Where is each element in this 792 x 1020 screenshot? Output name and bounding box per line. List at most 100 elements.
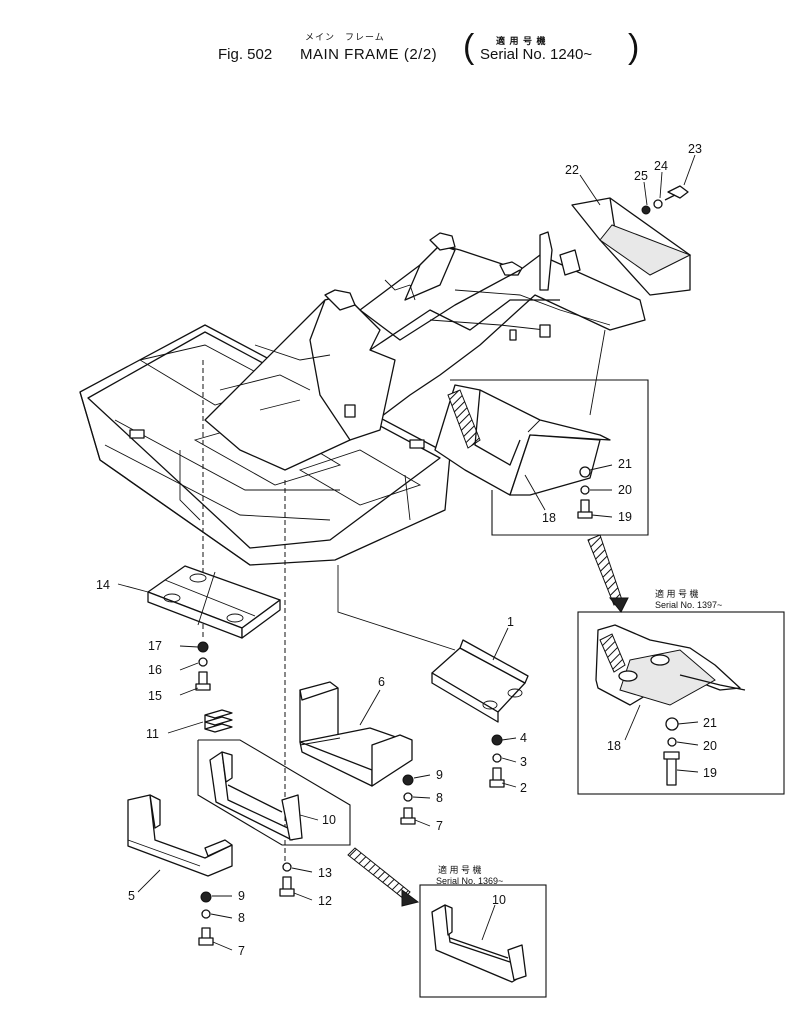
inset-serial-1397 [577,611,785,795]
part-10-bracket-1369 [431,904,527,983]
washer-21-lower [665,717,679,731]
arrow-to-serial-1369 [347,847,420,907]
leader-22 [579,174,601,206]
callout-13: 13 [318,866,332,880]
leader-18-lower [624,704,641,741]
leader-4 [501,737,517,741]
washer-16 [198,657,208,667]
leader-21-upper [589,464,613,471]
callout-17: 17 [148,639,162,653]
bolt-23 [664,185,689,201]
title-japanese: メイン フレーム [305,32,385,42]
washer-13 [282,862,292,872]
washer-4 [491,734,503,746]
callout-14: 14 [96,578,110,592]
leader-19-upper [591,514,613,518]
bolt-12 [279,876,295,897]
leader-20-lower [676,741,699,746]
leader-16 [179,662,199,671]
callout-1: 1 [507,615,514,629]
leader-21-lower [677,721,699,725]
callout-16: 16 [148,663,162,677]
washer-24 [653,199,663,209]
leader-25 [643,181,648,206]
callout-9-right: 9 [436,768,443,782]
washer-3 [492,753,502,763]
leader-23 [683,154,696,186]
figure-number: Fig. 502 [218,46,273,63]
serial-range: Serial No. 1240~ [480,46,593,63]
callout-20-upper: 20 [618,483,632,497]
part-22-cover [571,197,692,416]
part-5-step [127,794,233,877]
callout-4: 4 [520,731,527,745]
leader-7-left [212,941,233,951]
callout-21-upper: 21 [618,457,632,471]
inset-1369-serial: Serial No. 1369~ [436,876,503,886]
inset-box-10 [197,739,351,846]
bolt-19-upper [577,499,593,519]
callout-7-right: 7 [436,819,443,833]
part-11-shims [204,709,233,733]
callout-22: 22 [565,163,579,177]
washer-8-right [403,792,413,802]
leader-10-inset [481,904,496,941]
callout-10-inset: 10 [492,893,506,907]
leader-9-right [413,774,431,779]
bolt-15 [195,671,211,691]
part-6-step [299,681,413,787]
bolt-7-left [198,927,214,946]
washer-17 [197,641,209,653]
washer-9-right [402,774,414,786]
callout-9-left: 9 [238,889,245,903]
washer-8-left [201,909,211,919]
main-frame [79,231,646,566]
part-18-bracket [434,384,611,496]
callout-19-lower: 19 [703,766,717,780]
washer-20-upper [580,485,590,495]
callout-2: 2 [520,781,527,795]
callout-18-lower: 18 [607,739,621,753]
callout-11: 11 [146,727,159,741]
callout-21-lower: 21 [703,716,717,730]
bolt-2 [489,767,505,788]
leader-3 [501,757,517,763]
callout-6: 6 [378,675,385,689]
leader-24 [659,171,663,199]
callout-10-main: 10 [322,813,336,827]
open-paren: ( [463,28,475,66]
inset-1369-japanese: 適 用 号 機 [438,864,482,875]
leader-frame-to-1 [337,565,456,651]
leader-11 [167,721,204,734]
leader-2 [501,782,517,788]
callout-8-right: 8 [436,791,443,805]
callout-7-left: 7 [238,944,245,958]
inset-1397-serial: Serial No. 1397~ [655,600,722,610]
callout-15: 15 [148,689,162,703]
callout-25: 25 [634,169,648,183]
part-1-bracket [431,639,529,723]
leader-19-lower [676,769,699,773]
inset-serial-1369 [419,884,547,998]
bolt-7-right [400,807,416,825]
leader-17 [179,645,199,648]
leader-15 [179,687,199,696]
leader-18-upper [524,474,546,511]
callout-12: 12 [318,894,332,908]
arrow-to-serial-1397 [587,534,629,613]
applicable-serial-japanese: 適 用 号 機 [496,36,547,46]
leader-10-main [299,814,319,821]
leader-5 [137,869,161,893]
callout-23: 23 [688,142,702,156]
close-paren: ) [628,28,640,66]
callout-24: 24 [654,159,668,173]
leader-8-right [412,796,431,799]
part-10-bracket [209,751,303,841]
leader-1 [492,627,509,661]
washer-9-left [200,891,212,903]
inset-1397-japanese: 適 用 号 機 [655,588,699,599]
inset-box-18 [450,379,649,536]
callout-3: 3 [520,755,527,769]
callout-8-left: 8 [238,911,245,925]
